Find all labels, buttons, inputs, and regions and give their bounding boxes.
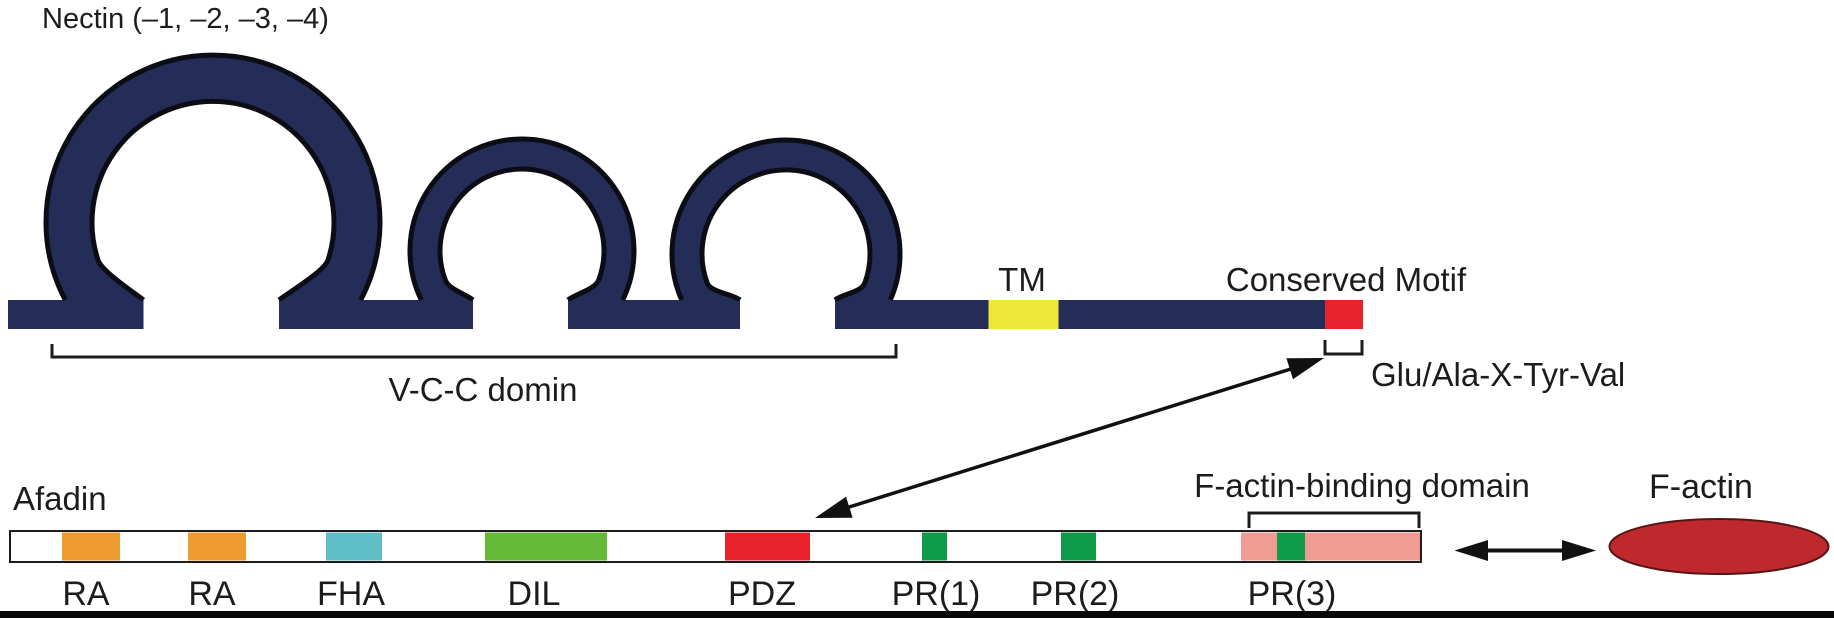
svg-text:Afadin: Afadin	[13, 480, 107, 517]
svg-text:FHA: FHA	[317, 575, 385, 613]
svg-text:TM: TM	[998, 261, 1046, 298]
svg-text:DIL: DIL	[508, 575, 561, 613]
svg-text:Conserved Motif: Conserved Motif	[1226, 261, 1467, 298]
svg-text:F-actin-binding domain: F-actin-binding domain	[1194, 467, 1530, 504]
svg-text:PDZ: PDZ	[728, 575, 796, 613]
svg-text:PR(3): PR(3)	[1248, 575, 1337, 613]
svg-text:F-actin: F-actin	[1649, 468, 1753, 506]
svg-text:V-C-C domin: V-C-C domin	[389, 371, 578, 408]
svg-text:PR(2): PR(2)	[1031, 575, 1120, 613]
svg-text:RA: RA	[62, 575, 110, 613]
svg-text:Nectin (–1, –2, –3, –4): Nectin (–1, –2, –3, –4)	[42, 3, 329, 35]
svg-text:RA: RA	[188, 575, 236, 613]
svg-text:Glu/Ala-X-Tyr-Val: Glu/Ala-X-Tyr-Val	[1371, 356, 1625, 393]
svg-text:PR(1): PR(1)	[892, 575, 981, 613]
